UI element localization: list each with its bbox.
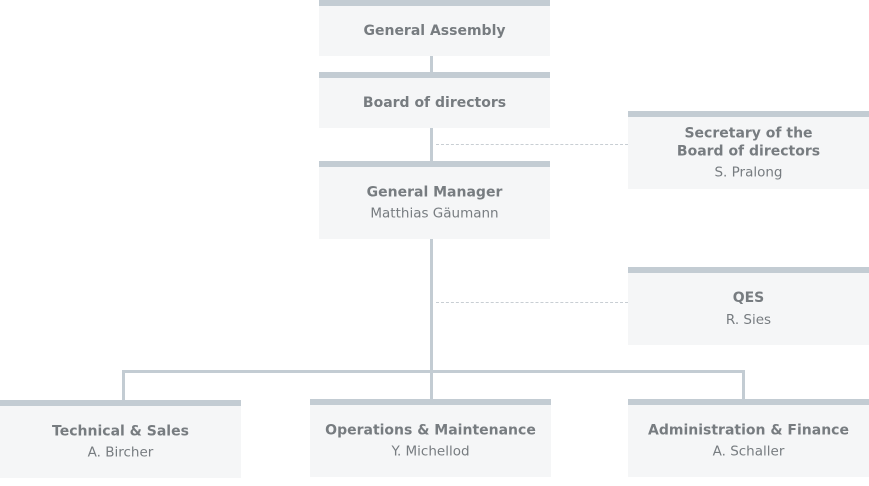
connector-ga-board xyxy=(430,56,433,72)
connector-drop-administration xyxy=(742,370,745,399)
department-title: Technical & Sales xyxy=(52,423,189,440)
dashed-link-secretary xyxy=(436,144,628,145)
department-head-name: A. Schaller xyxy=(712,443,785,460)
department-head-name: A. Bircher xyxy=(87,444,154,461)
department-box-operations-maintenance: Operations & Maintenance Y. Michellod xyxy=(310,399,551,477)
department-head-name: Y. Michellod xyxy=(391,443,470,460)
qes-box: QES R. Sies xyxy=(628,267,869,345)
connector-gm-trunk xyxy=(430,239,433,399)
qes-title: QES xyxy=(732,290,765,306)
secretary-box: Secretary of the Board of directors S. P… xyxy=(628,111,869,189)
general-manager-box: General Manager Matthias Gäumann xyxy=(319,161,550,239)
general-manager-title: General Manager xyxy=(366,184,503,201)
board-of-directors-box: Board of directors xyxy=(319,72,550,128)
general-assembly-box: General Assembly xyxy=(319,0,550,56)
dashed-link-qes xyxy=(436,302,628,303)
secretary-title-line2: Board of directors xyxy=(676,143,821,160)
secretary-title-line1: Secretary of the xyxy=(684,125,813,142)
general-assembly-title: General Assembly xyxy=(363,23,506,39)
department-title: Administration & Finance xyxy=(648,422,849,439)
department-box-technical-sales: Technical & Sales A. Bircher xyxy=(0,400,241,478)
department-title: Operations & Maintenance xyxy=(325,422,536,439)
department-box-administration-finance: Administration & Finance A. Schaller xyxy=(628,399,869,477)
connector-drop-technical xyxy=(122,370,125,400)
connector-board-gm xyxy=(430,128,433,161)
qes-name: R. Sies xyxy=(725,312,772,328)
secretary-name: S. Pralong xyxy=(714,164,783,181)
connector-horizontal-bus xyxy=(122,370,745,373)
general-manager-name: Matthias Gäumann xyxy=(370,205,499,222)
board-of-directors-title: Board of directors xyxy=(362,95,507,111)
